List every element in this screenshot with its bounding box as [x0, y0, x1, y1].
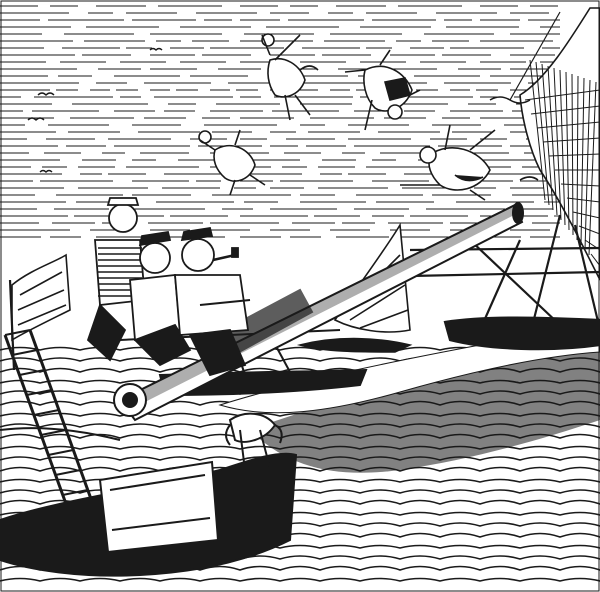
- hatch-line: [535, 61, 550, 206]
- hatch-line: [560, 183, 600, 187]
- hatch-line: [553, 67, 562, 221]
- hatch-line: [536, 121, 600, 129]
- sailor-with-pipe: [174, 226, 251, 377]
- hatch-line: [588, 81, 597, 256]
- hatch-line: [4, 329, 31, 336]
- gun-crew: [86, 197, 251, 377]
- hatch-line: [12, 349, 38, 356]
- hatch-line: [48, 449, 74, 456]
- hatch-line: [584, 79, 591, 251]
- hatch-line: [62, 489, 88, 496]
- tumbling-figure-2: [344, 49, 421, 131]
- tumbling-figure-4: [400, 124, 496, 201]
- hatch-line: [40, 429, 67, 436]
- flying-figures: [198, 33, 496, 201]
- foam-crest: [218, 337, 600, 414]
- hatch-line: [548, 153, 600, 157]
- hatch-line: [26, 389, 52, 396]
- hatch-line: [547, 65, 558, 216]
- hatch-line: [571, 73, 574, 236]
- right-junk-sail: [489, 7, 600, 281]
- dark-wave-crest: [250, 350, 600, 473]
- hatch-line: [529, 59, 546, 201]
- foreground-boat: [0, 329, 298, 577]
- hatch-line: [559, 69, 566, 226]
- hatch-line: [576, 75, 579, 241]
- hatch-line: [541, 63, 554, 211]
- hatch-line: [530, 105, 600, 115]
- hatch-line: [19, 369, 45, 376]
- hatch-line: [55, 469, 81, 476]
- distant-birds: [27, 47, 163, 173]
- hatch-line: [524, 89, 600, 101]
- right-outrigger-frame: [409, 214, 600, 351]
- hatch-line: [565, 71, 570, 231]
- hatch-line: [33, 409, 59, 416]
- wave-line: [0, 466, 600, 472]
- tumbling-figure-3: [198, 129, 266, 196]
- tumbling-figure-1: [261, 33, 319, 121]
- hatch-line: [580, 77, 585, 246]
- hatch-line: [578, 225, 600, 235]
- sailor-laughing: [129, 230, 192, 367]
- wave-line: [0, 577, 600, 582]
